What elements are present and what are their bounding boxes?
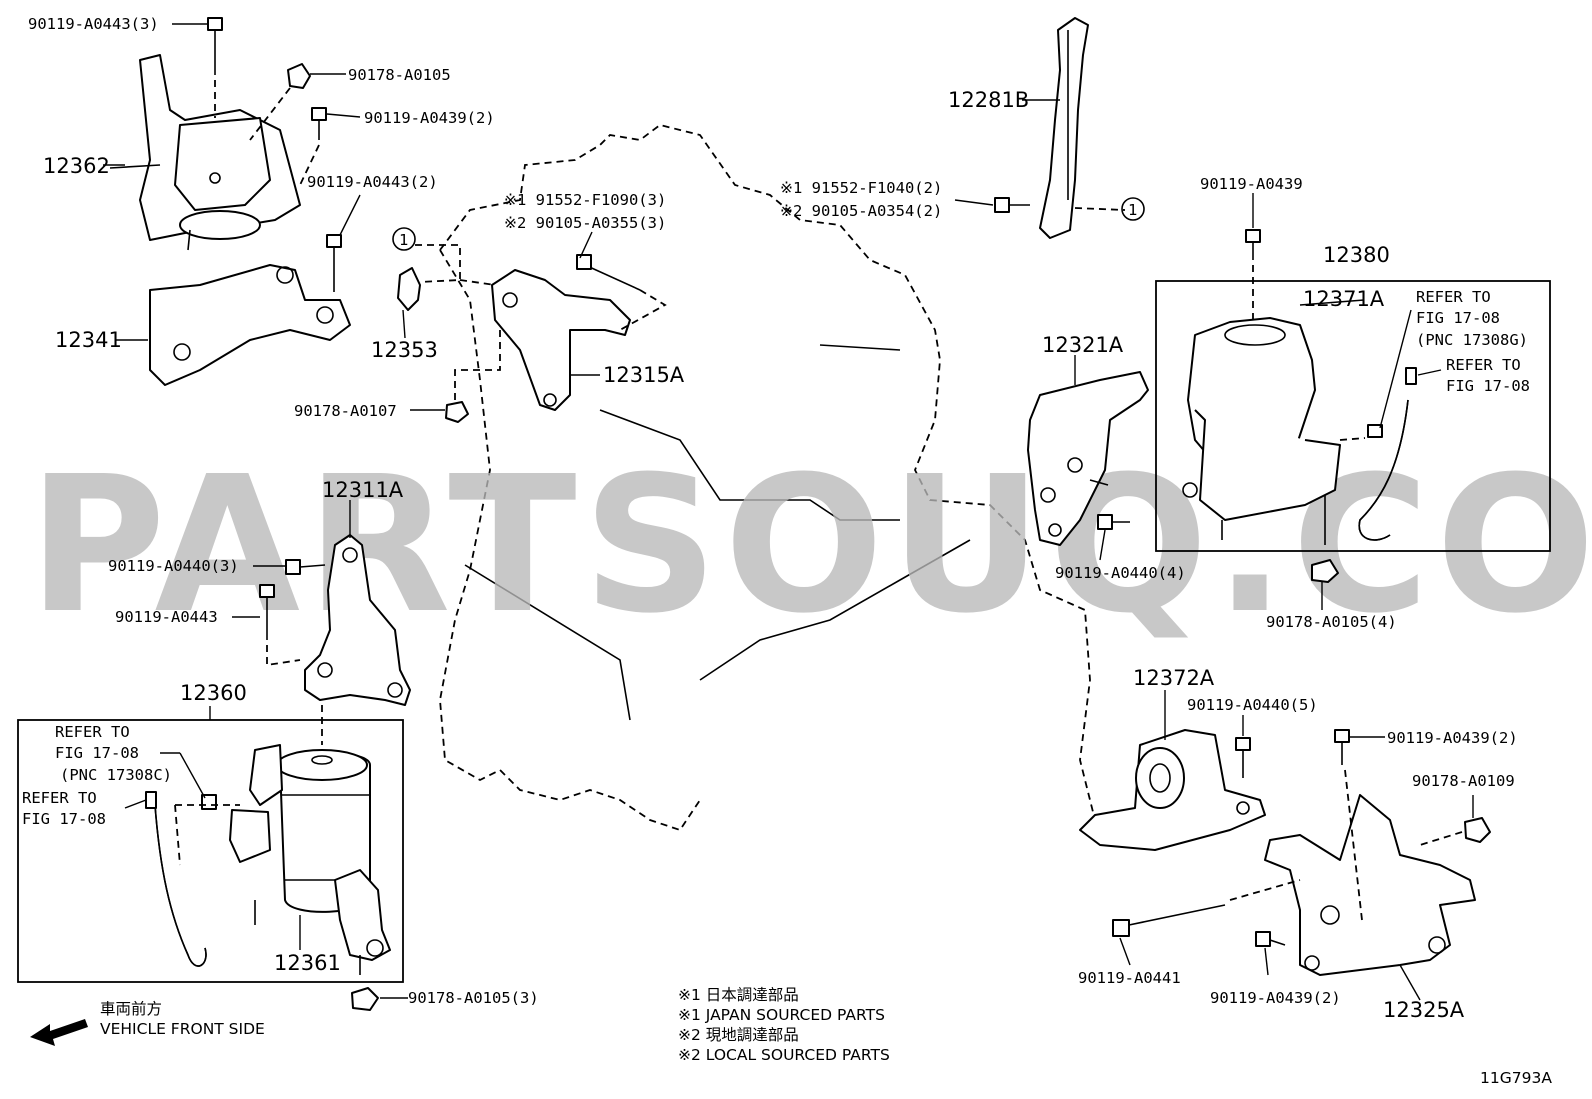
hose-right <box>1339 367 1417 541</box>
box-12380 <box>1155 280 1551 552</box>
refer-c-line1: REFER TO <box>55 723 130 741</box>
nut-90178-a0105-4 <box>1311 559 1339 610</box>
label-s2-a0354: ※2 90105-A0354(2) <box>780 202 942 220</box>
bolt-90119-a0439-2-bottom <box>1255 931 1286 947</box>
label-12371a: 12371A <box>1303 287 1385 311</box>
label-90119-a0443: 90119-A0443 <box>115 608 218 626</box>
label-s1-f1040: ※1 91552-F1040(2) <box>780 179 942 197</box>
part-12361 <box>229 744 391 975</box>
label-90119-a0439-2a: 90119-A0439(2) <box>364 109 495 127</box>
note-line-1: ※1 日本調達部品 <box>678 986 799 1004</box>
refer-b-line2: FIG 17-08 <box>1446 377 1530 395</box>
label-12321a: 12321A <box>1042 333 1124 357</box>
nut-90178-a0105-3 <box>351 987 379 1011</box>
label-12372a: 12372A <box>1133 666 1215 690</box>
ref-line-1 <box>1074 207 1126 211</box>
part-12315a <box>454 254 667 411</box>
part-12353 <box>397 244 461 311</box>
refer-a-line2: FIG 17-08 <box>1416 309 1500 327</box>
label-90178-a0105: 90178-A0105 <box>348 66 451 84</box>
label-12380: 12380 <box>1323 243 1390 267</box>
bolt-90119-a0441 <box>1112 879 1301 937</box>
bolt-90119-a0443-2 <box>326 234 342 292</box>
figure-id: 11G793A <box>1480 1069 1552 1087</box>
refer-c-line2: FIG 17-08 <box>55 744 139 762</box>
label-90178-a0105-3: 90178-A0105(3) <box>408 989 539 1007</box>
label-12281b: 12281B <box>948 88 1029 112</box>
engine-outline <box>439 124 1101 841</box>
label-90119-a0439-2b: 90119-A0439(2) <box>1387 729 1518 747</box>
bolt-f1040 <box>994 197 1030 213</box>
bolt-90119-a0443-3 <box>207 17 223 118</box>
label-90178-a0107: 90178-A0107 <box>294 402 397 420</box>
bolt-90119-a0440-3 <box>285 559 326 575</box>
part-12325a <box>1264 794 1476 976</box>
nut-90178-a0107 <box>445 401 469 423</box>
label-12325a: 12325A <box>1383 998 1465 1022</box>
leader-lines <box>103 23 1474 1001</box>
label-12360: 12360 <box>180 681 247 705</box>
note-line-2: ※1 JAPAN SOURCED PARTS <box>678 1006 885 1024</box>
refer-a-line1: REFER TO <box>1416 288 1491 306</box>
label-90178-a0105-4: 90178-A0105(4) <box>1266 613 1397 631</box>
label-90119-a0439: 90119-A0439 <box>1200 175 1303 193</box>
refer-c-line3: (PNC 17308C) <box>60 766 172 784</box>
nut-90178-a0105 <box>249 63 311 141</box>
bolt-90119-a0443-left <box>259 584 301 667</box>
note-line-4: ※2 LOCAL SOURCED PARTS <box>678 1046 890 1064</box>
label-12311a: 12311A <box>322 478 404 502</box>
bolt-90119-a0439 <box>1245 229 1261 325</box>
label-12362: 12362 <box>43 154 110 178</box>
part-12372a <box>1079 729 1266 851</box>
bolt-90119-a0440-4 <box>1097 514 1130 530</box>
label-12315a: 12315A <box>603 363 685 387</box>
bolt-90119-a0439-2 <box>299 107 327 186</box>
ref-circle-right: 1 <box>1121 197 1145 221</box>
part-12362 <box>109 54 301 251</box>
part-12311a <box>304 534 411 745</box>
part-12281b <box>1039 17 1089 239</box>
front-label-en: VEHICLE FRONT SIDE <box>100 1020 265 1038</box>
refer-a-line3: (PNC 17308G) <box>1416 331 1528 349</box>
ref-circle-right-text: 1 <box>1128 201 1137 219</box>
note-line-3: ※2 現地調達部品 <box>678 1026 799 1044</box>
front-label-jp: 車両前方 <box>100 1000 162 1018</box>
front-arrow-icon <box>30 1019 88 1046</box>
ref-circle-left: 1 <box>392 227 416 251</box>
label-90119-a0440-4: 90119-A0440(4) <box>1055 564 1186 582</box>
part-12371a <box>1182 317 1341 545</box>
label-90119-a0440-3: 90119-A0440(3) <box>108 557 239 575</box>
label-12353: 12353 <box>371 338 438 362</box>
label-90119-a0441: 90119-A0441 <box>1078 969 1181 987</box>
hose-left <box>145 791 240 967</box>
label-s2-a0355: ※2 90105-A0355(3) <box>504 214 666 232</box>
ref-circle-left-text: 1 <box>399 231 408 249</box>
label-12341: 12341 <box>55 328 122 352</box>
label-90119-a0443-2: 90119-A0443(2) <box>307 173 438 191</box>
label-90119-a0439-2c: 90119-A0439(2) <box>1210 989 1341 1007</box>
nut-90178-a0109 <box>1419 817 1491 846</box>
label-12361: 12361 <box>274 951 341 975</box>
bolt-90119-a0440-5 <box>1235 737 1251 778</box>
label-90119-a0440-5: 90119-A0440(5) <box>1187 696 1318 714</box>
label-90178-a0109: 90178-A0109 <box>1412 772 1515 790</box>
front-direction: 車両前方 VEHICLE FRONT SIDE <box>30 1000 265 1046</box>
refer-d-line1: REFER TO <box>22 789 97 807</box>
part-12321a <box>1027 371 1149 546</box>
label-s1-f1090: ※1 91552-F1090(3) <box>504 191 666 209</box>
bolt-90119-a0439-2-top <box>1334 729 1363 921</box>
label-90119-a0443-3: 90119-A0443(3) <box>28 15 159 33</box>
part-12341 <box>149 264 351 386</box>
sourcing-notes: ※1 日本調達部品 ※1 JAPAN SOURCED PARTS ※2 現地調達… <box>678 986 890 1064</box>
refer-d-line2: FIG 17-08 <box>22 810 106 828</box>
refer-b-line1: REFER TO <box>1446 356 1521 374</box>
callouts: 90119-A0443(3) 90178-A0105 90119-A0439(2… <box>22 15 1530 1022</box>
